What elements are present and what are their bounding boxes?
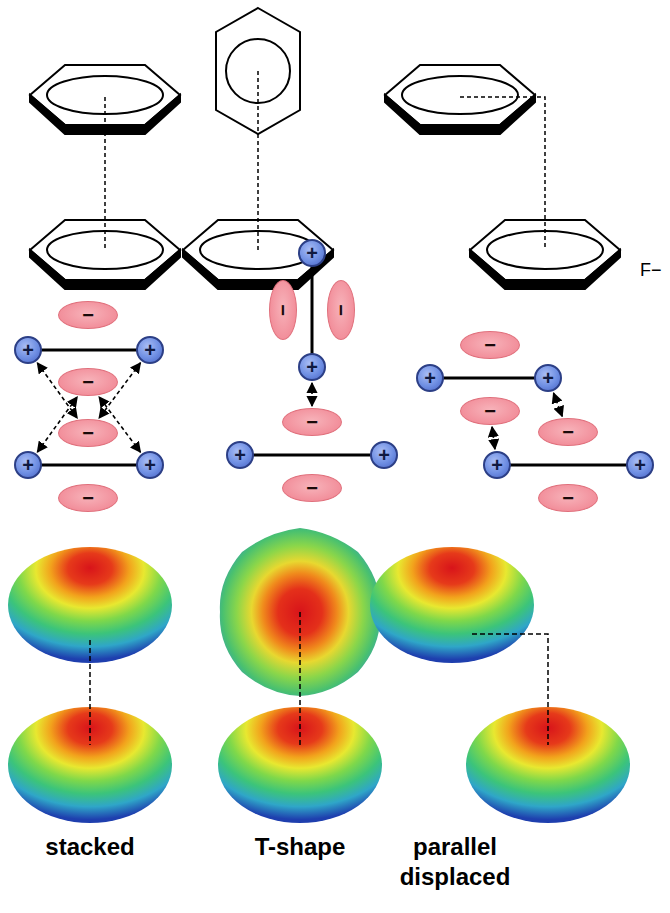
negative-charge: − xyxy=(282,408,342,436)
negative-charge: − xyxy=(538,418,598,446)
charge-sign: − xyxy=(82,372,94,392)
charge-sign: + xyxy=(542,368,554,388)
charge-sign: − xyxy=(562,422,574,442)
charge-sign: + xyxy=(424,368,436,388)
negative-charge: − xyxy=(327,280,355,340)
negative-charge: − xyxy=(269,280,297,340)
negative-charge: − xyxy=(282,474,342,502)
charge-sign: + xyxy=(234,445,246,465)
positive-charge: + xyxy=(136,451,164,479)
interaction-arrow xyxy=(311,383,313,406)
charge-sign: − xyxy=(562,488,574,508)
charge-sign: + xyxy=(144,340,156,360)
positive-charge: + xyxy=(416,364,444,392)
negative-charge: − xyxy=(538,484,598,512)
negative-charge: − xyxy=(58,484,118,512)
negative-charge: − xyxy=(460,331,520,359)
charge-sign: − xyxy=(82,488,94,508)
charge-sign: + xyxy=(491,455,503,475)
esp-surface xyxy=(8,528,630,823)
charge-sign: + xyxy=(22,455,34,475)
centroid-dashes xyxy=(105,71,545,250)
charge-sign: − xyxy=(306,478,318,498)
positive-charge: + xyxy=(14,336,42,364)
negative-charge: − xyxy=(58,368,118,396)
charge-sign: + xyxy=(144,455,156,475)
bond-axis xyxy=(28,253,640,465)
positive-charge: + xyxy=(370,441,398,469)
positive-charge: + xyxy=(14,451,42,479)
negative-charge: − xyxy=(58,419,118,447)
geometry-label: parallel displaced xyxy=(365,832,545,892)
charge-sign: − xyxy=(484,335,496,355)
positive-charge: + xyxy=(534,364,562,392)
charge-sign: + xyxy=(306,243,318,263)
positive-charge: + xyxy=(226,441,254,469)
charge-sign: − xyxy=(273,304,293,316)
charge-sign: + xyxy=(306,357,318,377)
charge-sign: − xyxy=(306,412,318,432)
positive-charge: + xyxy=(626,451,654,479)
centroid-dashes xyxy=(90,612,548,745)
benzene-ring xyxy=(30,8,620,289)
charge-sign: + xyxy=(22,340,34,360)
ion-label: F− xyxy=(640,255,670,285)
negative-charge: − xyxy=(58,301,118,329)
negative-charge: − xyxy=(460,397,520,425)
charge-sign: − xyxy=(484,401,496,421)
charge-sign: + xyxy=(378,445,390,465)
positive-charge: + xyxy=(136,336,164,364)
geometry-label: T-shape xyxy=(215,832,385,862)
interaction-arrow xyxy=(554,393,563,416)
positive-charge: + xyxy=(298,353,326,381)
charge-sign: − xyxy=(82,423,94,443)
positive-charge: + xyxy=(483,451,511,479)
interaction-arrow xyxy=(492,427,495,449)
charge-sign: − xyxy=(82,305,94,325)
positive-charge: + xyxy=(298,239,326,267)
charge-sign: + xyxy=(634,455,646,475)
geometry-label: stacked xyxy=(10,832,170,862)
charge-sign: − xyxy=(331,304,351,316)
